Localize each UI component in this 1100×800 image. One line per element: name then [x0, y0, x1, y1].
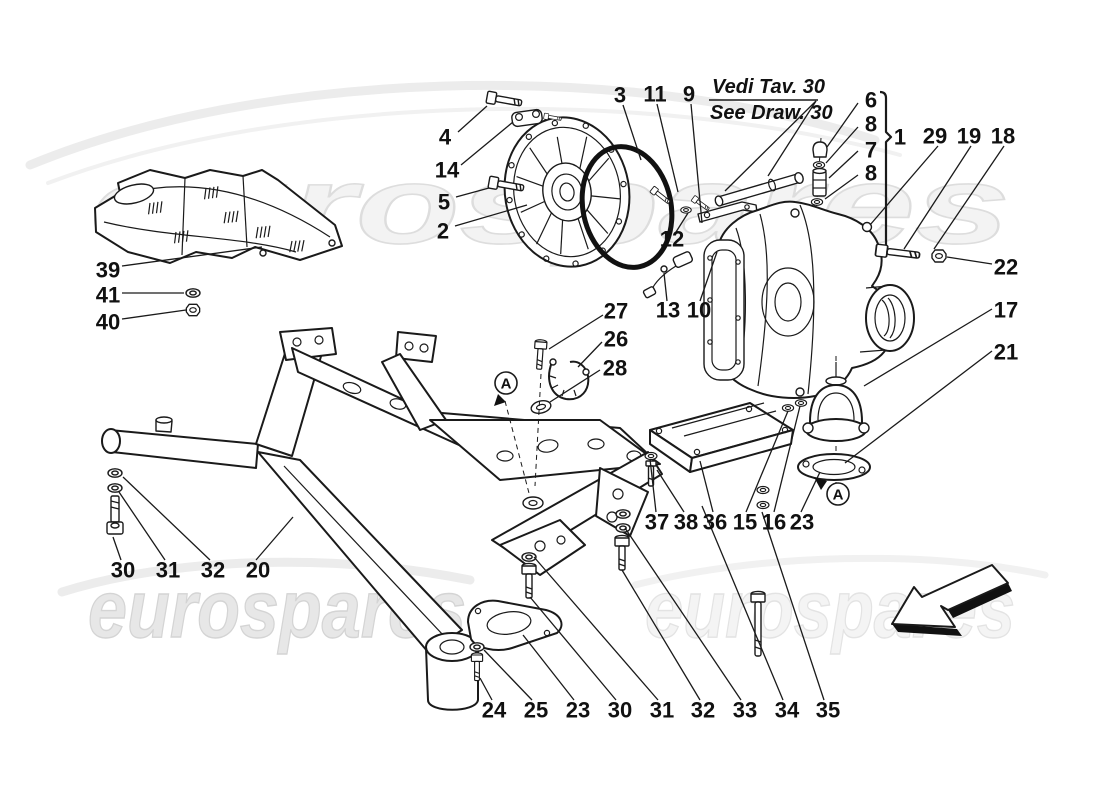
seal-ring-drawing	[861, 221, 873, 233]
rear-cover-drawing	[485, 90, 675, 270]
callout-7-9: 7	[865, 138, 877, 163]
callout-32-42: 32	[691, 698, 715, 723]
heat-shield-drawing	[94, 169, 343, 317]
callout-27-24: 27	[604, 299, 628, 324]
callout-8-8: 8	[865, 112, 877, 137]
callout-23-32: 23	[790, 510, 814, 535]
view-marker-a1: A	[494, 371, 531, 498]
callout-9-6: 9	[683, 82, 695, 107]
subframe-drawing	[101, 327, 663, 711]
callout-36-29: 36	[703, 510, 727, 535]
callout-30-40: 30	[608, 698, 632, 723]
callout-18-14: 18	[991, 124, 1015, 149]
leader-lines	[112, 100, 1005, 701]
marker-label: A	[833, 487, 844, 504]
callout-21-17: 21	[994, 340, 1018, 365]
link-plate-drawing	[511, 108, 563, 128]
callout-22-15: 22	[994, 255, 1018, 280]
callout-11-5: 11	[643, 82, 666, 107]
see-drawing-note: Vedi Tav. 30 See Draw. 30	[709, 76, 833, 124]
callout-16-31: 16	[762, 510, 786, 535]
callout-3-4: 3	[614, 83, 626, 108]
callout-5-2: 5	[438, 190, 450, 215]
callout-32-35: 32	[201, 558, 225, 583]
callout-8-10: 8	[865, 161, 877, 186]
view-marker-a2: A	[814, 477, 850, 506]
note-line2: See Draw. 30	[710, 102, 833, 124]
callout-39-18: 39	[96, 258, 120, 283]
callout-17-16: 17	[994, 298, 1018, 323]
callout-33-43: 33	[733, 698, 757, 723]
callout-24-37: 24	[482, 698, 507, 723]
callout-25-38: 25	[524, 698, 548, 723]
nut-22-drawing	[931, 249, 947, 263]
callout-35-45: 35	[816, 698, 840, 723]
callout-40-20: 40	[96, 310, 120, 335]
callout-37-27: 37	[645, 510, 669, 535]
callout-29-12: 29	[923, 124, 947, 149]
ecu-box-drawing	[644, 399, 808, 487]
callout-6-7: 6	[865, 88, 877, 113]
callout-19-13: 19	[957, 124, 981, 149]
callout-15-30: 15	[733, 510, 757, 535]
callout-2-3: 2	[437, 219, 449, 244]
gearbox-mount-drawing	[797, 356, 871, 490]
o-ring-drawing	[579, 144, 675, 270]
marker-label: A	[501, 376, 512, 393]
callout-13-22: 13	[656, 298, 680, 323]
callout-1-11: 1	[894, 125, 906, 150]
callout-12-21: 12	[660, 227, 684, 252]
callout-28-26: 28	[603, 356, 627, 381]
exhaust-gasket-drawing	[467, 599, 563, 682]
callout-4-0: 4	[439, 125, 452, 150]
callout-10-23: 10	[687, 298, 711, 323]
callout-31-41: 31	[650, 698, 674, 723]
callout-20-36: 20	[246, 558, 270, 583]
direction-arrow	[891, 564, 1012, 636]
callout-34-44: 34	[775, 698, 800, 723]
callout-38-28: 38	[674, 510, 698, 535]
speed-sensor-drawing	[642, 185, 711, 299]
callout-23-39: 23	[566, 698, 590, 723]
callout-31-34: 31	[156, 558, 180, 583]
callout-30-33: 30	[111, 558, 135, 583]
callout-14-1: 14	[435, 158, 460, 183]
differential-housing-drawing	[703, 200, 947, 399]
note-line1: Vedi Tav. 30	[712, 76, 825, 98]
callout-41-19: 41	[96, 283, 120, 308]
callout-26-25: 26	[604, 327, 628, 352]
